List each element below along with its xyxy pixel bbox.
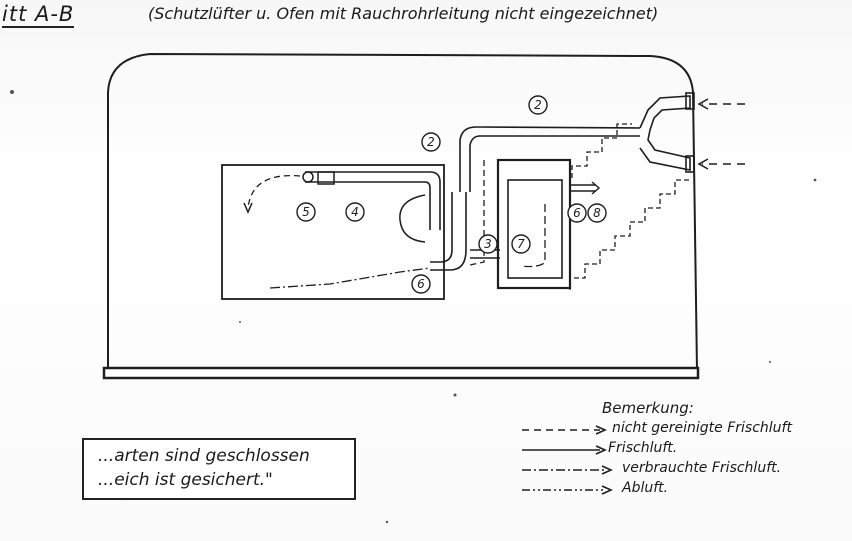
exhaust-curve <box>247 174 301 209</box>
used-air-line <box>269 267 431 289</box>
right-room-outer <box>496 158 572 290</box>
scan-speck <box>813 178 817 182</box>
scan-specks <box>10 90 817 524</box>
shelter-outline <box>107 52 698 371</box>
callout-6-right-label: 6 <box>573 206 581 220</box>
left-room-duct <box>305 171 441 230</box>
vertical-duct <box>430 192 467 271</box>
legend-solid-arrow-icon <box>522 445 607 455</box>
note-line-1: ...arten sind geschlossen <box>98 446 310 466</box>
staircase-upper <box>571 123 632 178</box>
right-room-inner <box>507 179 563 279</box>
callout-5-label: 5 <box>302 205 310 219</box>
scan-speck <box>239 321 241 323</box>
staircase <box>569 179 690 290</box>
main-duct <box>459 126 641 192</box>
legend-dash-dot-dot-arrow-icon <box>522 485 613 495</box>
right-room-flow <box>519 204 546 268</box>
callout-5 <box>296 202 316 222</box>
legend-dash-dot-arrow-icon <box>522 465 613 475</box>
callout-7-label: 7 <box>517 237 525 251</box>
callout-2-top-label: 2 <box>534 98 542 112</box>
intake-arrow-top-head <box>697 98 709 110</box>
exit-pipe <box>570 184 596 192</box>
intake-top <box>685 92 695 110</box>
callout-6-bottom <box>411 274 431 294</box>
callout-7 <box>511 234 531 254</box>
section-label: itt A-B <box>2 2 75 28</box>
intake-bottom <box>685 155 695 173</box>
callout-4-label: 4 <box>351 205 359 219</box>
filter-unit <box>317 171 335 185</box>
note-line-2: ...eich ist gesichert." <box>98 470 273 490</box>
scan-speck <box>385 520 389 524</box>
floor-slab <box>102 366 700 380</box>
exit-arrowhead <box>591 181 601 195</box>
scan-speck <box>10 90 14 94</box>
air-loop <box>399 194 426 243</box>
fan-unit <box>302 171 314 183</box>
callout-8-label: 8 <box>593 206 601 220</box>
intake-snorkel <box>639 95 691 171</box>
left-room <box>221 164 445 300</box>
callout-2-left <box>421 132 441 152</box>
header-subtitle: (Schutzlüfter u. Ofen mit Rauchrohrleitu… <box>148 4 659 23</box>
callout-2-top <box>528 95 548 115</box>
callout-6-right <box>567 203 587 223</box>
callout-6-bottom-label: 6 <box>417 277 425 291</box>
exhaust-arrowhead <box>243 202 253 214</box>
callouts <box>296 95 607 294</box>
intake-arrow-bottom-head <box>697 158 709 170</box>
callout-3 <box>478 234 498 254</box>
remarks-title: Bemerkung: <box>602 399 694 417</box>
callout-2-left-label: 2 <box>427 135 435 149</box>
scan-speck <box>453 393 457 397</box>
note-box: ...arten sind geschlossen ...eich ist ge… <box>82 438 356 500</box>
scan-speck <box>769 361 771 363</box>
header: itt A-B (Schutzlüfter u. Ofen mit Rauchr… <box>0 0 852 36</box>
callout-8 <box>587 203 607 223</box>
legend-dashed-arrow-icon <box>522 425 607 435</box>
callout-3-label: 3 <box>484 237 492 251</box>
callout-4 <box>345 202 365 222</box>
